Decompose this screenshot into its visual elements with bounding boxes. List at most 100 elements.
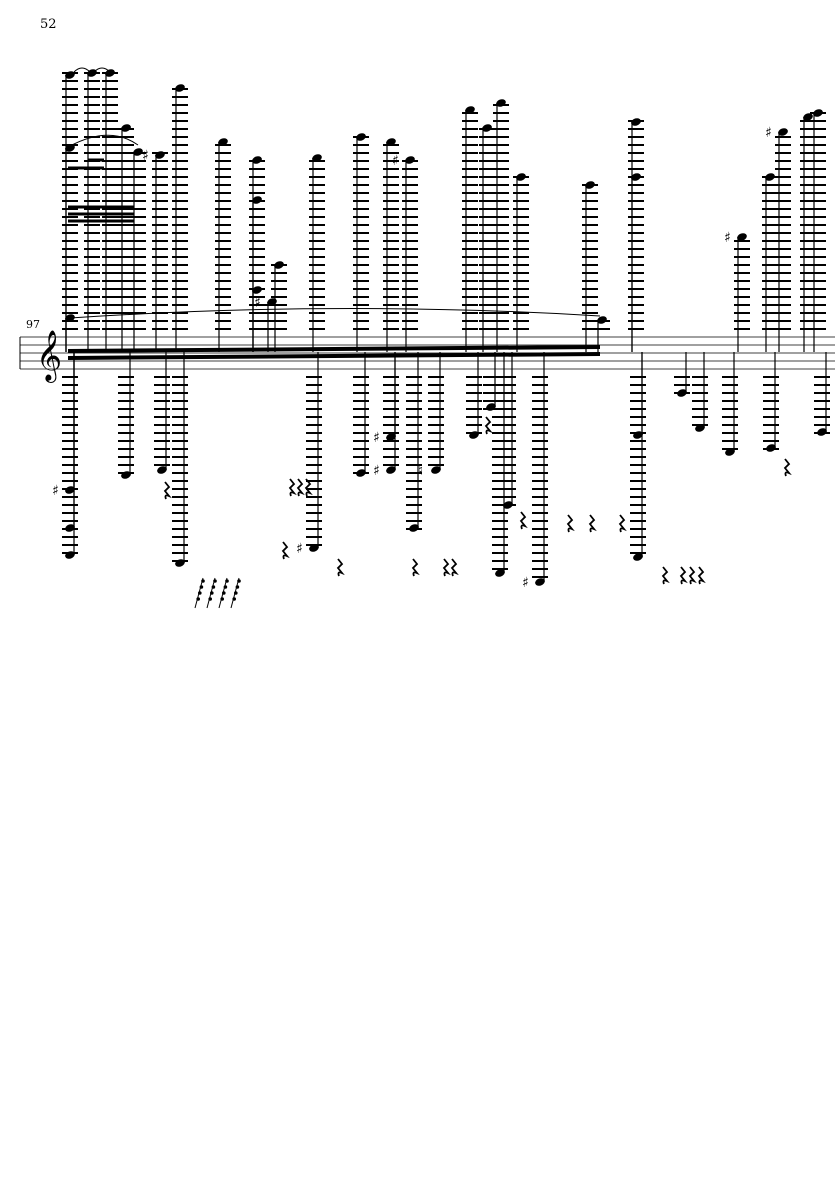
notehead [633, 553, 643, 561]
rest-flag [201, 579, 205, 583]
notehead [312, 154, 322, 162]
rest-flag [225, 579, 229, 583]
rest-flag [208, 597, 212, 601]
notehead [356, 133, 366, 141]
natural-icon: ♮ [418, 463, 423, 479]
notehead [766, 444, 776, 452]
notehead [585, 181, 595, 189]
notehead [175, 84, 185, 92]
notehead [386, 466, 396, 474]
notehead [252, 196, 262, 204]
beam [67, 352, 601, 360]
rest-flag [210, 591, 214, 595]
rest-flag [198, 591, 202, 595]
rest-flag [196, 597, 200, 601]
quarter-rest-icon [288, 478, 297, 497]
sharp-icon: ♯ [522, 575, 529, 591]
rest-flag [199, 585, 204, 589]
notehead [121, 471, 131, 479]
sharp-icon: ♯ [142, 148, 149, 164]
notehead [65, 314, 75, 322]
quarter-rest-icon [618, 514, 627, 533]
notehead [267, 298, 277, 306]
rest-flag [213, 579, 217, 583]
notehead [133, 148, 143, 156]
sharp-icon: ♯ [52, 483, 59, 499]
sharp-icon: ♯ [765, 125, 772, 141]
quarter-rest-icon [697, 566, 706, 585]
notehead [274, 261, 284, 269]
notehead [803, 113, 813, 121]
notehead [597, 316, 607, 324]
notehead [737, 233, 747, 241]
tie [73, 67, 91, 73]
notehead [309, 544, 319, 552]
notehead [252, 286, 262, 294]
quarter-rest-icon [296, 478, 305, 497]
notehead [495, 569, 505, 577]
notehead [405, 156, 415, 164]
page-number: 52 [40, 17, 57, 32]
quarter-rest-icon [411, 558, 420, 577]
sharp-icon: ♯ [373, 463, 380, 479]
notehead [65, 71, 75, 79]
notehead [516, 173, 526, 181]
quarter-rest-icon [163, 481, 172, 500]
notehead [496, 99, 506, 107]
notehead [65, 486, 75, 494]
sharp-icon: ♯ [724, 230, 731, 246]
quarter-rest-icon [304, 478, 313, 497]
sharp-icon: ♯ [373, 430, 380, 446]
quarter-rest-icon [661, 566, 670, 585]
notehead [465, 106, 475, 114]
quarter-rest-icon [783, 458, 792, 477]
notehead [65, 551, 75, 559]
notehead [155, 151, 165, 159]
rest-flag [220, 597, 224, 601]
sharp-icon: ♯ [254, 295, 261, 311]
quarter-rest-icon [484, 416, 493, 435]
measure-number: 97 [26, 318, 40, 331]
quarter-rest-icon [566, 514, 575, 533]
notehead [677, 389, 687, 397]
notehead [386, 433, 396, 441]
rest-flag [222, 591, 226, 595]
beam [67, 345, 601, 353]
notehead [813, 109, 823, 117]
quarter-rest-icon [588, 514, 597, 533]
notehead [105, 69, 115, 77]
sharp-icon: ♯ [296, 541, 303, 557]
notehead [631, 173, 641, 181]
notehead [252, 156, 262, 164]
notehead [725, 448, 735, 456]
rest-flag [234, 591, 238, 595]
notehead [482, 124, 492, 132]
rest-flag [235, 585, 240, 589]
staff [19, 336, 835, 370]
notes: ♯ ♯ ♯ ♯ ♯ ♯ ♯ ♯ ♮ ♯ ♯ [52, 67, 830, 609]
quarter-rest-icon [688, 566, 697, 585]
quarter-rest-icon [336, 558, 345, 577]
quarter-rest-icon [450, 558, 459, 577]
notehead [469, 431, 479, 439]
notehead [65, 144, 75, 152]
quarter-rest-icon [281, 541, 290, 560]
notehead [765, 173, 775, 181]
slur [69, 134, 139, 147]
notehead [175, 559, 185, 567]
notehead [218, 138, 228, 146]
notehead [778, 128, 788, 136]
treble-clef-icon: 𝄞 [36, 330, 62, 383]
notehead [157, 466, 167, 474]
notehead [356, 469, 366, 477]
notehead [409, 524, 419, 532]
notehead [65, 524, 75, 532]
rest-flag [237, 579, 241, 583]
notehead [121, 124, 131, 132]
sharp-icon: ♯ [392, 153, 399, 169]
notehead [386, 138, 396, 146]
notehead [87, 69, 97, 77]
notehead [431, 466, 441, 474]
rest-flag [232, 597, 236, 601]
